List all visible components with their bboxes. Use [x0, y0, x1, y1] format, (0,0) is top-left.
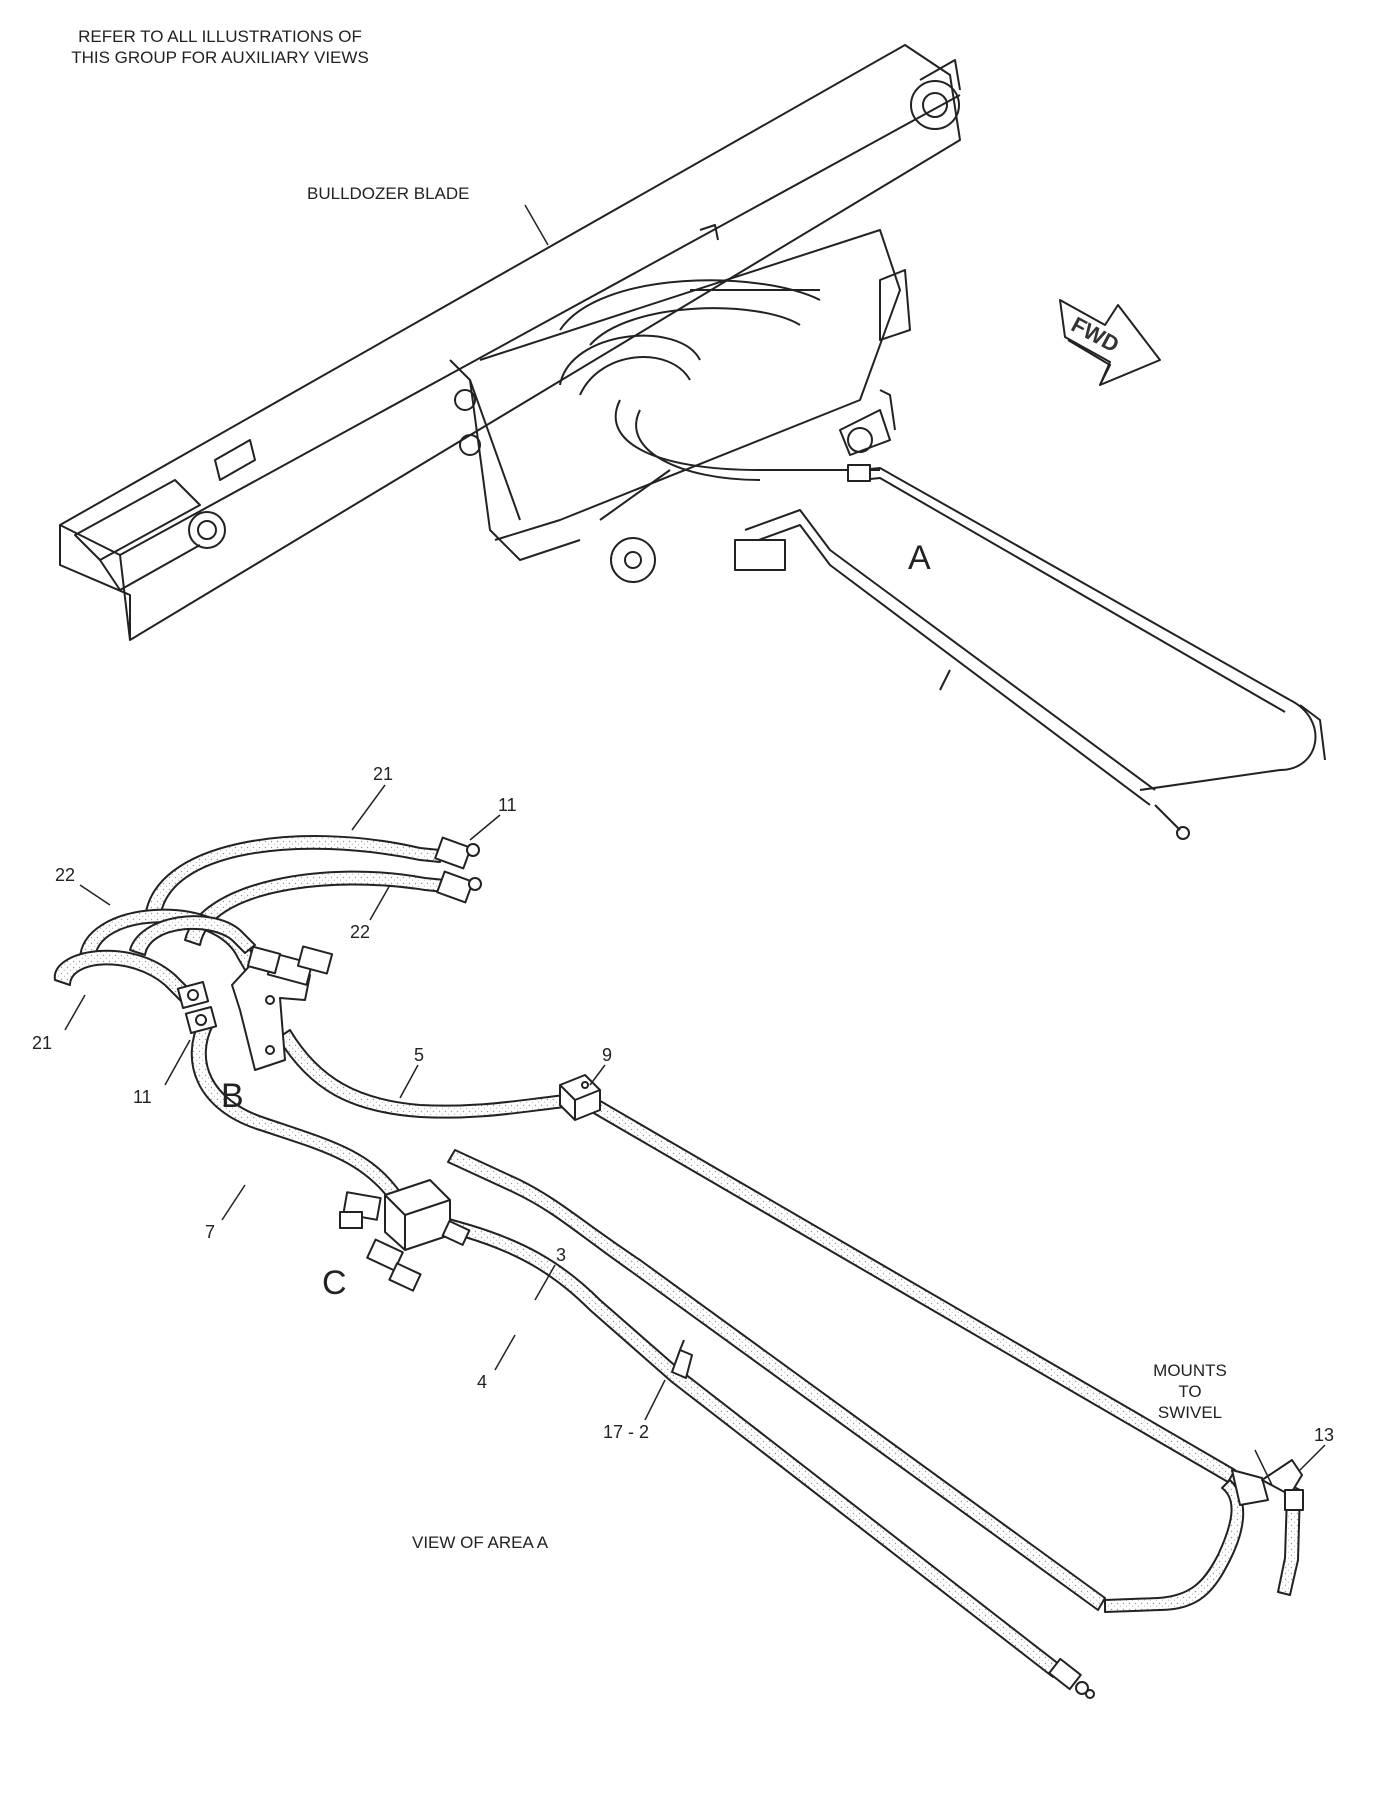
callout-4: 4 [477, 1372, 488, 1392]
callout-22-left: 22 [55, 865, 76, 885]
callout-11-top: 11 [498, 795, 517, 815]
callout-5: 5 [414, 1045, 425, 1065]
callout-leaders [64, 784, 1326, 1486]
mounts-line3: SWIVEL [1157, 1403, 1223, 1422]
header-note-line2: THIS GROUP FOR AUXILIARY VIEWS [71, 48, 369, 67]
callout-13: 13 [1314, 1425, 1335, 1445]
mounts-to-swivel-note: MOUNTS TO SWIVEL [1140, 1360, 1240, 1423]
callout-7: 7 [205, 1222, 216, 1242]
area-a-marker: A [908, 539, 931, 577]
area-b-marker: B [221, 1077, 244, 1115]
callout-3: 3 [556, 1245, 567, 1265]
area-c-marker: C [322, 1264, 347, 1302]
mounts-line1: MOUNTS [1153, 1361, 1227, 1380]
header-note-line1: REFER TO ALL ILLUSTRATIONS OF [78, 27, 362, 46]
header-note: REFER TO ALL ILLUSTRATIONS OF THIS GROUP… [25, 26, 415, 68]
callout-21-left: 21 [32, 1033, 53, 1053]
bulldozer-blade-drawing [59, 44, 1326, 840]
callout-21-top: 21 [373, 764, 394, 784]
callout-9: 9 [602, 1045, 613, 1065]
area-a-fittings [176, 836, 1304, 1699]
blade-leader [524, 204, 549, 246]
bulldozer-blade-label: BULLDOZER BLADE [307, 184, 470, 203]
view-caption: VIEW OF AREA A [412, 1533, 549, 1552]
callout-22-right: 22 [350, 922, 371, 942]
mounts-line2: TO [1178, 1382, 1202, 1401]
fwd-arrow [1059, 299, 1161, 386]
area-a-hoses [53, 835, 1301, 1678]
callout-11-left: 11 [133, 1087, 152, 1107]
callout-17-2: 17 - 2 [603, 1422, 650, 1442]
